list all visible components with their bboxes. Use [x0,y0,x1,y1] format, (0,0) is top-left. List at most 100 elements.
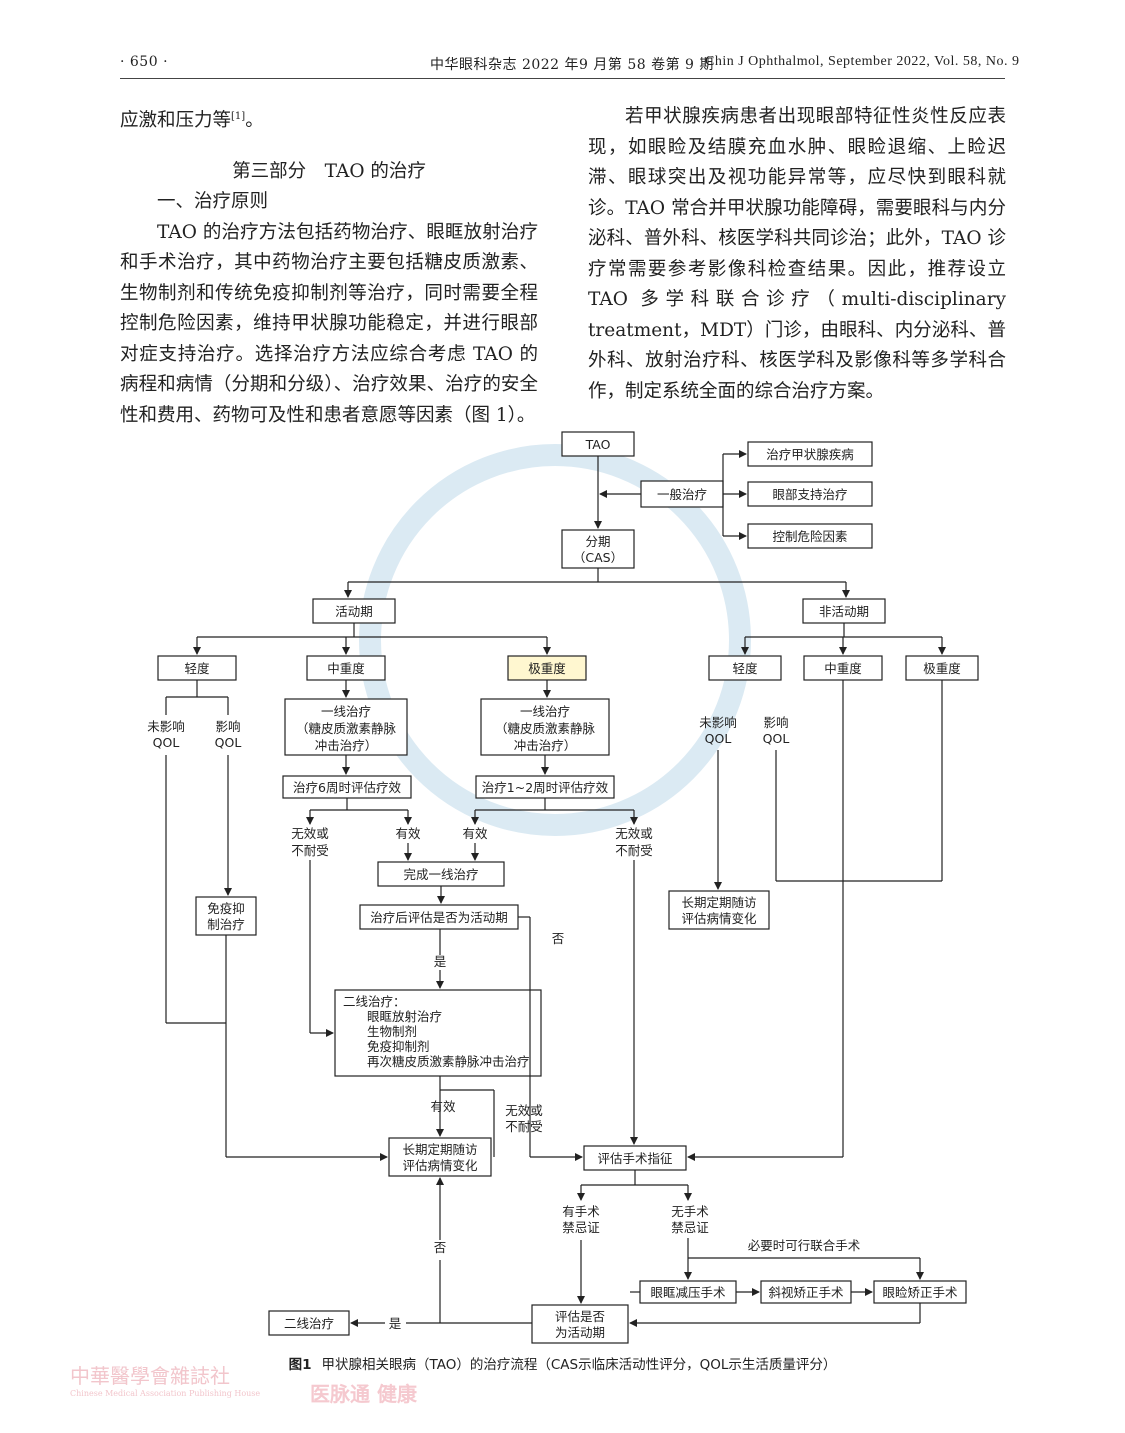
node-severe-inactive: 极重度 [905,655,979,681]
node-thyroid: 治疗甲状腺疾病 [747,441,873,467]
svg-text:轻度: 轻度 [184,661,210,676]
svg-text:一线治疗: 一线治疗 [321,704,371,719]
label-effective-left: 有效 [395,826,421,841]
left-first-line: 应激和压力等[1]。 [120,110,264,132]
left-column: 应激和压力等[1]。 第三部分 TAO 的治疗 一、治疗原则 TAO 的治疗方法… [120,102,538,431]
label-no-qol-inactive-1: 未影响 [699,715,737,730]
node-moderate-active: 中重度 [306,655,386,681]
node-eval-6w: 治疗6周时评估疗效 [282,775,412,799]
svg-text:极重度: 极重度 [528,661,566,676]
node-first-line-severe: 一线治疗 （糖皮质激素静脉冲击治疗） [480,698,610,756]
node-inactive: 非活动期 [802,598,886,624]
svg-text:（CAS）: （CAS） [573,550,623,565]
svg-text:治疗后评估是否为活动期: 治疗后评估是否为活动期 [370,910,508,925]
svg-text:免疫抑制剂: 免疫抑制剂 [367,1039,430,1054]
reference-link[interactable]: [1] [231,111,246,122]
svg-text:控制危险因素: 控制危险因素 [772,529,847,544]
svg-text:生物制剂: 生物制剂 [367,1024,417,1039]
node-mild-inactive: 轻度 [708,655,782,681]
svg-text:眼眶减压手术: 眼眶减压手术 [650,1285,726,1300]
node-eval-1-2w: 治疗1~2周时评估疗效 [475,775,615,799]
node-complete-first-line: 完成一线治疗 [377,861,505,887]
label-ineffective-left-1: 无效或 [291,826,329,841]
node-strabismus: 斜视矫正手术 [760,1280,852,1304]
svg-text:评估病情变化: 评估病情变化 [681,911,757,926]
svg-text:眼部支持治疗: 眼部支持治疗 [772,487,847,502]
svg-text:眼眶放射治疗: 眼眶放射治疗 [367,1009,442,1024]
flow-connectors [165,450,946,1327]
svg-text:二线治疗：: 二线治疗： [343,994,406,1009]
right-paragraph: 若甲状腺疾病患者出现眼部特征性炎性反应表现，如眼睑及结膜充血水肿、眼睑退缩、上睑… [588,106,1006,402]
svg-text:活动期: 活动期 [335,604,373,619]
node-mild-active: 轻度 [157,655,237,681]
svg-text:二线治疗: 二线治疗 [284,1316,334,1331]
figure-caption-text: 甲状腺相关眼病（TAO）的治疗流程（CAS示临床活动性评分，QOL示生活质量评分… [321,1357,837,1373]
svg-text:治疗甲状腺疾病: 治疗甲状腺疾病 [766,447,854,462]
svg-text:治疗1~2周时评估疗效: 治疗1~2周时评估疗效 [482,780,609,795]
label-qol-inactive-1: 影响 [763,715,788,730]
label-qol-1: 影响 [215,719,240,734]
label-ineffective-left-2: 不耐受 [291,843,329,858]
node-orbital-decompression: 眼眶减压手术 [639,1280,737,1304]
publisher-watermark-en: Chinese Medical Association Publishing H… [70,1389,261,1398]
node-severe-active: 极重度 [507,655,587,681]
label-qol-2: QOL [215,735,242,750]
svg-text:评估病情变化: 评估病情变化 [402,1158,478,1173]
svg-text:中重度: 中重度 [327,661,365,676]
svg-text:斜视矫正手术: 斜视矫正手术 [768,1285,844,1300]
svg-text:治疗6周时评估疗效: 治疗6周时评估疗效 [293,780,401,795]
node-eval-active: 评估是否为活动期 [531,1304,629,1344]
label-no-qol-inactive-2: QOL [705,731,732,746]
label-ineffective-second-2: 不耐受 [505,1119,543,1134]
svg-text:为活动期: 为活动期 [555,1325,605,1340]
header-rule [120,78,1005,79]
svg-text:眼睑矫正手术: 眼睑矫正手术 [882,1285,958,1300]
label-contra-2: 禁忌证 [562,1220,600,1235]
svg-text:轻度: 轻度 [732,661,758,676]
brand-watermark: 医脉通 健康 [310,1382,417,1406]
svg-text:冲击治疗）: 冲击治疗） [315,738,378,753]
label-qol-inactive-2: QOL [763,731,790,746]
figure-caption: 图1 甲状腺相关眼病（TAO）的治疗流程（CAS示临床活动性评分，QOL示生活质量… [0,1353,1125,1373]
node-surgery-eval: 评估手术指征 [583,1145,687,1171]
svg-text:中重度: 中重度 [824,661,862,676]
right-column: 若甲状腺疾病患者出现眼部特征性炎性反应表现，如眼睑及结膜充血水肿、眼睑退缩、上睑… [588,102,1006,407]
journal-title-cn: 中华眼科杂志 2022 年9 月第 58 卷第 9 期 [430,57,714,73]
svg-text:非活动期: 非活动期 [819,604,869,619]
svg-text:（糖皮质激素静脉: （糖皮质激素静脉 [495,721,596,736]
svg-text:制治疗: 制治疗 [207,917,245,932]
svg-text:冲击治疗）: 冲击治疗） [514,738,577,753]
label-ineffective-second-1: 无效或 [505,1103,543,1118]
svg-text:（糖皮质激素静脉: （糖皮质激素静脉 [296,721,397,736]
label-nocontra-2: 禁忌证 [671,1220,709,1235]
node-tao: TAO [561,431,635,457]
label-ineffective-right-1: 无效或 [615,826,653,841]
node-eyelid: 眼睑矫正手术 [873,1280,967,1304]
node-moderate-inactive: 中重度 [803,655,883,681]
label-no-bottom: 否 [434,1240,447,1255]
label-nocontra-1: 无手术 [671,1204,709,1219]
node-second-line: 二线治疗： 眼眶放射治疗 生物制剂 免疫抑制剂 再次糖皮质激素静脉冲击治疗 [334,989,542,1077]
svg-text:评估手术指征: 评估手术指征 [597,1151,673,1166]
svg-text:完成一线治疗: 完成一线治疗 [403,867,478,882]
svg-text:一般治疗: 一般治疗 [657,487,707,502]
node-general-treatment: 一般治疗 [640,480,724,508]
label-yes-bottom: 是 [389,1316,402,1331]
label-combined-surgery: 必要时可行联合手术 [748,1238,861,1253]
figure-label: 图1 [288,1357,312,1373]
node-first-line-moderate: 一线治疗 （糖皮质激素静脉冲击治疗） [284,698,408,756]
watermark-seal [359,444,751,836]
label-ineffective-right-2: 不耐受 [615,843,653,858]
svg-text:一线治疗: 一线治疗 [520,704,570,719]
left-paragraph: TAO 的治疗方法包括药物治疗、眼眶放射治疗和手术治疗，其中药物治疗主要包括糖皮… [120,221,538,426]
svg-text:极重度: 极重度 [923,661,961,676]
node-post-eval: 治疗后评估是否为活动期 [359,904,519,930]
svg-text:长期定期随访: 长期定期随访 [681,895,756,910]
label-effective-second: 有效 [430,1099,456,1114]
node-second-line-bottom: 二线治疗 [268,1310,350,1336]
svg-text:长期定期随访: 长期定期随访 [402,1142,477,1157]
